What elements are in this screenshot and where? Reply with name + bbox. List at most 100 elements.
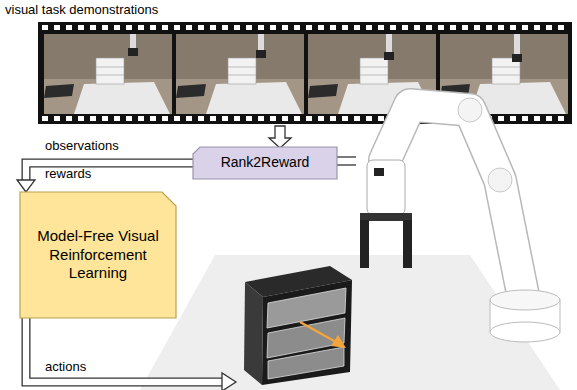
- illustration-part: [510, 25, 516, 30]
- illustration-part: [342, 25, 348, 30]
- illustration-part: [174, 25, 180, 30]
- illustration-part: [256, 50, 266, 58]
- flow-label: actions: [45, 360, 86, 375]
- illustration-part: [386, 34, 392, 52]
- illustration-part: [510, 116, 516, 121]
- illustration-part: [54, 116, 60, 121]
- illustration-part: [44, 34, 172, 114]
- illustration-part: [308, 84, 338, 98]
- illustration-part: [354, 25, 360, 30]
- illustration-part: [546, 25, 552, 30]
- illustration-part: [228, 67, 256, 68]
- illustration-part: [244, 282, 263, 385]
- illustration-part: [42, 116, 48, 121]
- illustration-part: [385, 105, 525, 305]
- illustration-part: [367, 160, 405, 215]
- illustration-part: [186, 116, 192, 121]
- node-label: Model-Free Visual Reinforcement Learning: [28, 227, 168, 283]
- illustration-part: [96, 67, 124, 68]
- illustration-part: [330, 116, 336, 121]
- illustration-part: [162, 25, 168, 30]
- illustration-part: [360, 75, 388, 76]
- illustration-part: [403, 220, 412, 268]
- observation-feed: [337, 157, 356, 165]
- illustration-part: [360, 58, 388, 84]
- illustration-part: [374, 168, 384, 176]
- illustration-part: [378, 25, 384, 30]
- illustration-part: [174, 116, 180, 121]
- illustration-part: [268, 347, 344, 379]
- illustration-part: [512, 54, 522, 62]
- illustration-part: [462, 25, 468, 30]
- robot-arm: [360, 98, 560, 342]
- illustration-part: [258, 34, 264, 50]
- illustration-part: [44, 34, 172, 114]
- illustration-part: [126, 25, 132, 30]
- illustration-part: [246, 116, 252, 121]
- illustration-part: [96, 75, 124, 76]
- illustration-part: [360, 220, 369, 268]
- illustration-part: [26, 318, 222, 382]
- illustration-part: [42, 25, 48, 30]
- illustration-part: [450, 25, 456, 30]
- illustration-part: [378, 116, 384, 121]
- flow-label: observations: [45, 139, 119, 154]
- illustration-part: [262, 280, 352, 385]
- illustration-part: [38, 22, 572, 124]
- illustration-part: [492, 75, 520, 76]
- illustration-part: [438, 25, 444, 30]
- illustration-part: [150, 25, 156, 30]
- illustration-part: [102, 116, 108, 121]
- illustration-part: [492, 67, 520, 68]
- illustration-part: [331, 335, 346, 348]
- illustration-part: [26, 318, 222, 382]
- flow-label: rewards: [45, 167, 91, 182]
- illustration-part: [186, 25, 192, 30]
- node-label: Rank2Reward: [221, 154, 310, 172]
- illustration-part: [522, 25, 528, 30]
- illustration-part: [102, 25, 108, 30]
- illustration-part: [402, 25, 408, 30]
- process-box: Model-Free Visual Reinforcement Learning: [20, 192, 176, 318]
- process-box: Rank2Reward: [193, 147, 337, 179]
- illustration-part: [514, 34, 520, 54]
- illustration-part: [522, 116, 528, 121]
- illustration-part: [390, 25, 396, 30]
- illustration-part: [318, 116, 324, 121]
- hollow-arrow: [17, 163, 193, 192]
- illustration-part: [74, 82, 170, 114]
- illustration-part: [258, 25, 264, 30]
- illustration-part: [210, 25, 216, 30]
- illustration-part: [306, 116, 312, 121]
- illustration-part: [222, 373, 236, 390]
- illustration-part: [176, 34, 304, 114]
- illustration-part: [330, 25, 336, 30]
- illustration-part: [228, 75, 256, 76]
- illustration-part: [337, 156, 356, 157]
- illustration-part: [126, 116, 132, 121]
- illustration-part: [342, 116, 348, 121]
- illustration-part: [162, 116, 168, 121]
- illustration-part: [130, 34, 136, 48]
- illustration-part: [78, 116, 84, 121]
- illustration-part: [114, 116, 120, 121]
- drawer-cabinet: [244, 266, 352, 385]
- illustration-part: [222, 116, 228, 121]
- illustration-part: [282, 25, 288, 30]
- illustration-part: [306, 25, 312, 30]
- illustration-part: [228, 58, 256, 84]
- illustration-part: [114, 25, 120, 30]
- illustration-part: [210, 116, 216, 121]
- illustration-part: [176, 34, 304, 114]
- illustration-part: [488, 168, 512, 192]
- illustration-part: [366, 116, 372, 121]
- illustration-part: [474, 25, 480, 30]
- illustration-part: [534, 116, 540, 121]
- illustration-part: [558, 25, 564, 30]
- box-shape: [193, 147, 337, 179]
- arrow-head: [17, 180, 35, 192]
- illustration-part: [234, 25, 240, 30]
- illustration-part: [294, 116, 300, 121]
- illustration-part: [354, 116, 360, 121]
